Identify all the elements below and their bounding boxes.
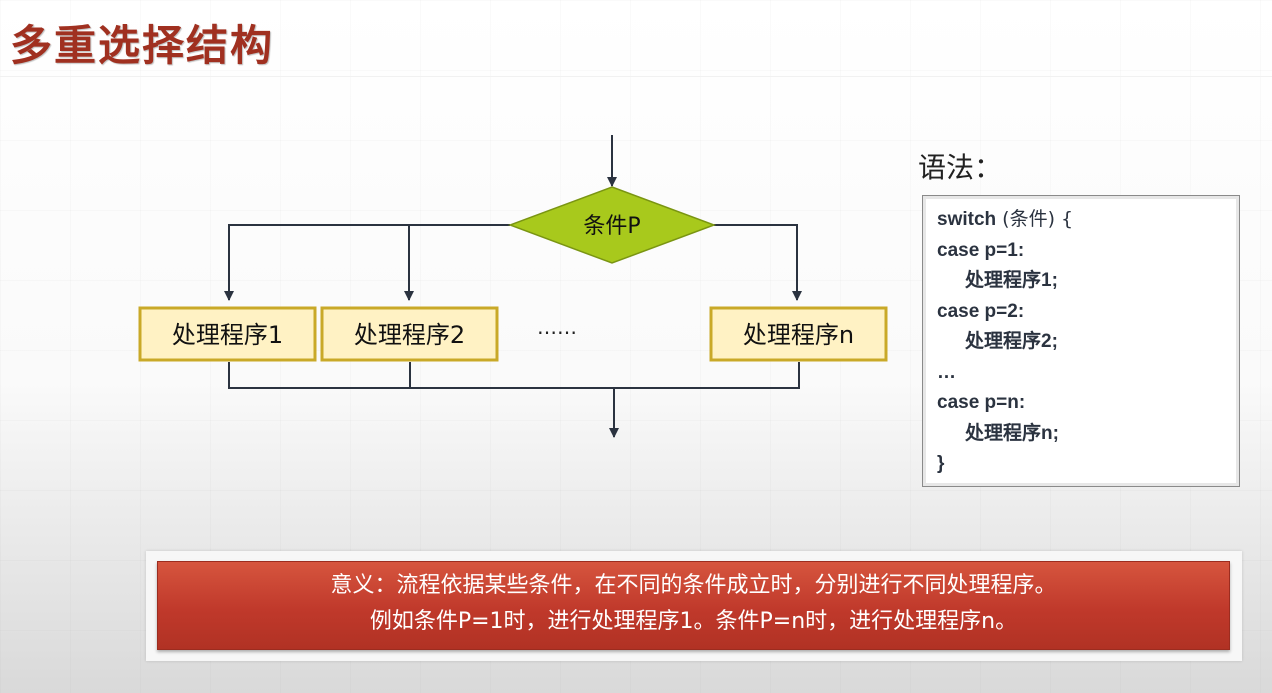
slide-title: 多重选择结构	[10, 21, 275, 70]
process-ellipsis: ……	[537, 315, 577, 339]
code-line-case-n: case p=n:	[937, 392, 1026, 413]
condition-label: 条件P	[583, 214, 640, 239]
process-box-1	[138, 306, 317, 362]
code-line-ellipsis: …	[937, 361, 956, 383]
code-line-process-2: 处理程序2;	[965, 331, 1058, 352]
code-switch-condition: (条件) {	[996, 208, 1074, 230]
code-line-process-1: 处理程序1;	[965, 270, 1058, 291]
branch-line-n	[714, 224, 802, 301]
meaning-callout: 意义：流程依据某些条件，在不同的条件成立时，分别进行不同处理程序。 例如条件P=…	[157, 561, 1230, 650]
syntax-heading: 语法：	[918, 151, 1003, 184]
branch-line-1	[224, 224, 510, 301]
syntax-code-box: switch (条件) { case p=1: 处理程序1; case p=2:…	[922, 195, 1240, 487]
meaning-line-2: 例如条件P=1时，进行处理程序1。条件P=n时，进行处理程序n。	[369, 609, 1018, 634]
code-line-switch: switch (条件) {	[937, 204, 1239, 236]
meaning-line-1: 意义：流程依据某些条件，在不同的条件成立时，分别进行不同处理程序。	[330, 573, 1057, 598]
process-label-1: 处理程序1	[172, 321, 283, 349]
code-line-process-n: 处理程序n;	[965, 422, 1059, 444]
condition-diamond	[507, 186, 717, 264]
code-line-case-2: case p=2:	[937, 300, 1025, 322]
merge-line	[228, 362, 800, 389]
code-switch-keyword: switch	[937, 209, 997, 230]
process-label-n: 处理程序n	[743, 321, 854, 349]
process-box-2	[320, 306, 499, 362]
process-label-2: 处理程序2	[354, 321, 465, 349]
code-line-case-1: case p=1:	[937, 239, 1025, 261]
code-line-close-brace: }	[937, 453, 945, 474]
title-divider	[0, 76, 1272, 77]
process-box-n	[709, 306, 888, 362]
